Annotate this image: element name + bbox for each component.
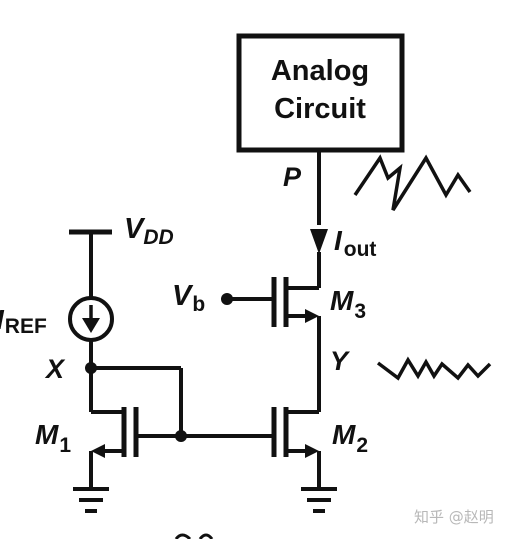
waveform-p xyxy=(353,154,472,211)
node-p-label: P xyxy=(283,162,302,192)
caption-fragment xyxy=(174,533,214,539)
node-y-label: Y xyxy=(330,346,351,376)
m2-sub: 2 xyxy=(356,434,368,457)
m3-main: M xyxy=(330,285,354,316)
iref-label: IREF xyxy=(0,304,47,338)
transistor-m2 xyxy=(271,407,321,489)
vb-label: Vb xyxy=(172,280,205,316)
iout-main: I xyxy=(334,225,343,256)
vdd-label: VDD xyxy=(124,213,174,249)
x-junction xyxy=(85,362,97,374)
current-source-iref xyxy=(68,296,114,342)
ground-m2 xyxy=(301,487,337,513)
iref-sub: REF xyxy=(5,315,47,338)
vb-main: V xyxy=(172,280,194,312)
watermark-text: 知乎 @赵明 xyxy=(414,508,494,526)
m1-main: M xyxy=(35,419,59,450)
node-x-label: X xyxy=(44,354,66,384)
m1-label: M1 xyxy=(35,419,71,457)
iout-sub: out xyxy=(344,238,377,261)
transistor-m1 xyxy=(89,407,139,489)
vdd-main: V xyxy=(124,213,146,245)
vdd-sub: DD xyxy=(143,226,173,249)
m3-sub: 3 xyxy=(354,300,366,323)
m3-label: M3 xyxy=(330,285,366,323)
ground-m1 xyxy=(73,487,109,513)
waveform-y xyxy=(376,356,492,381)
block-label-line2: Circuit xyxy=(274,93,366,125)
m2-main: M xyxy=(332,419,356,450)
m1-sub: 1 xyxy=(59,434,71,457)
iref-main: I xyxy=(0,304,5,335)
block-label-line1: Analog xyxy=(271,55,369,87)
vb-sub: b xyxy=(192,293,205,316)
m2-label: M2 xyxy=(332,419,368,457)
iout-arrow xyxy=(310,229,328,254)
transistor-m3 xyxy=(271,277,321,412)
iout-label: Iout xyxy=(334,225,376,261)
